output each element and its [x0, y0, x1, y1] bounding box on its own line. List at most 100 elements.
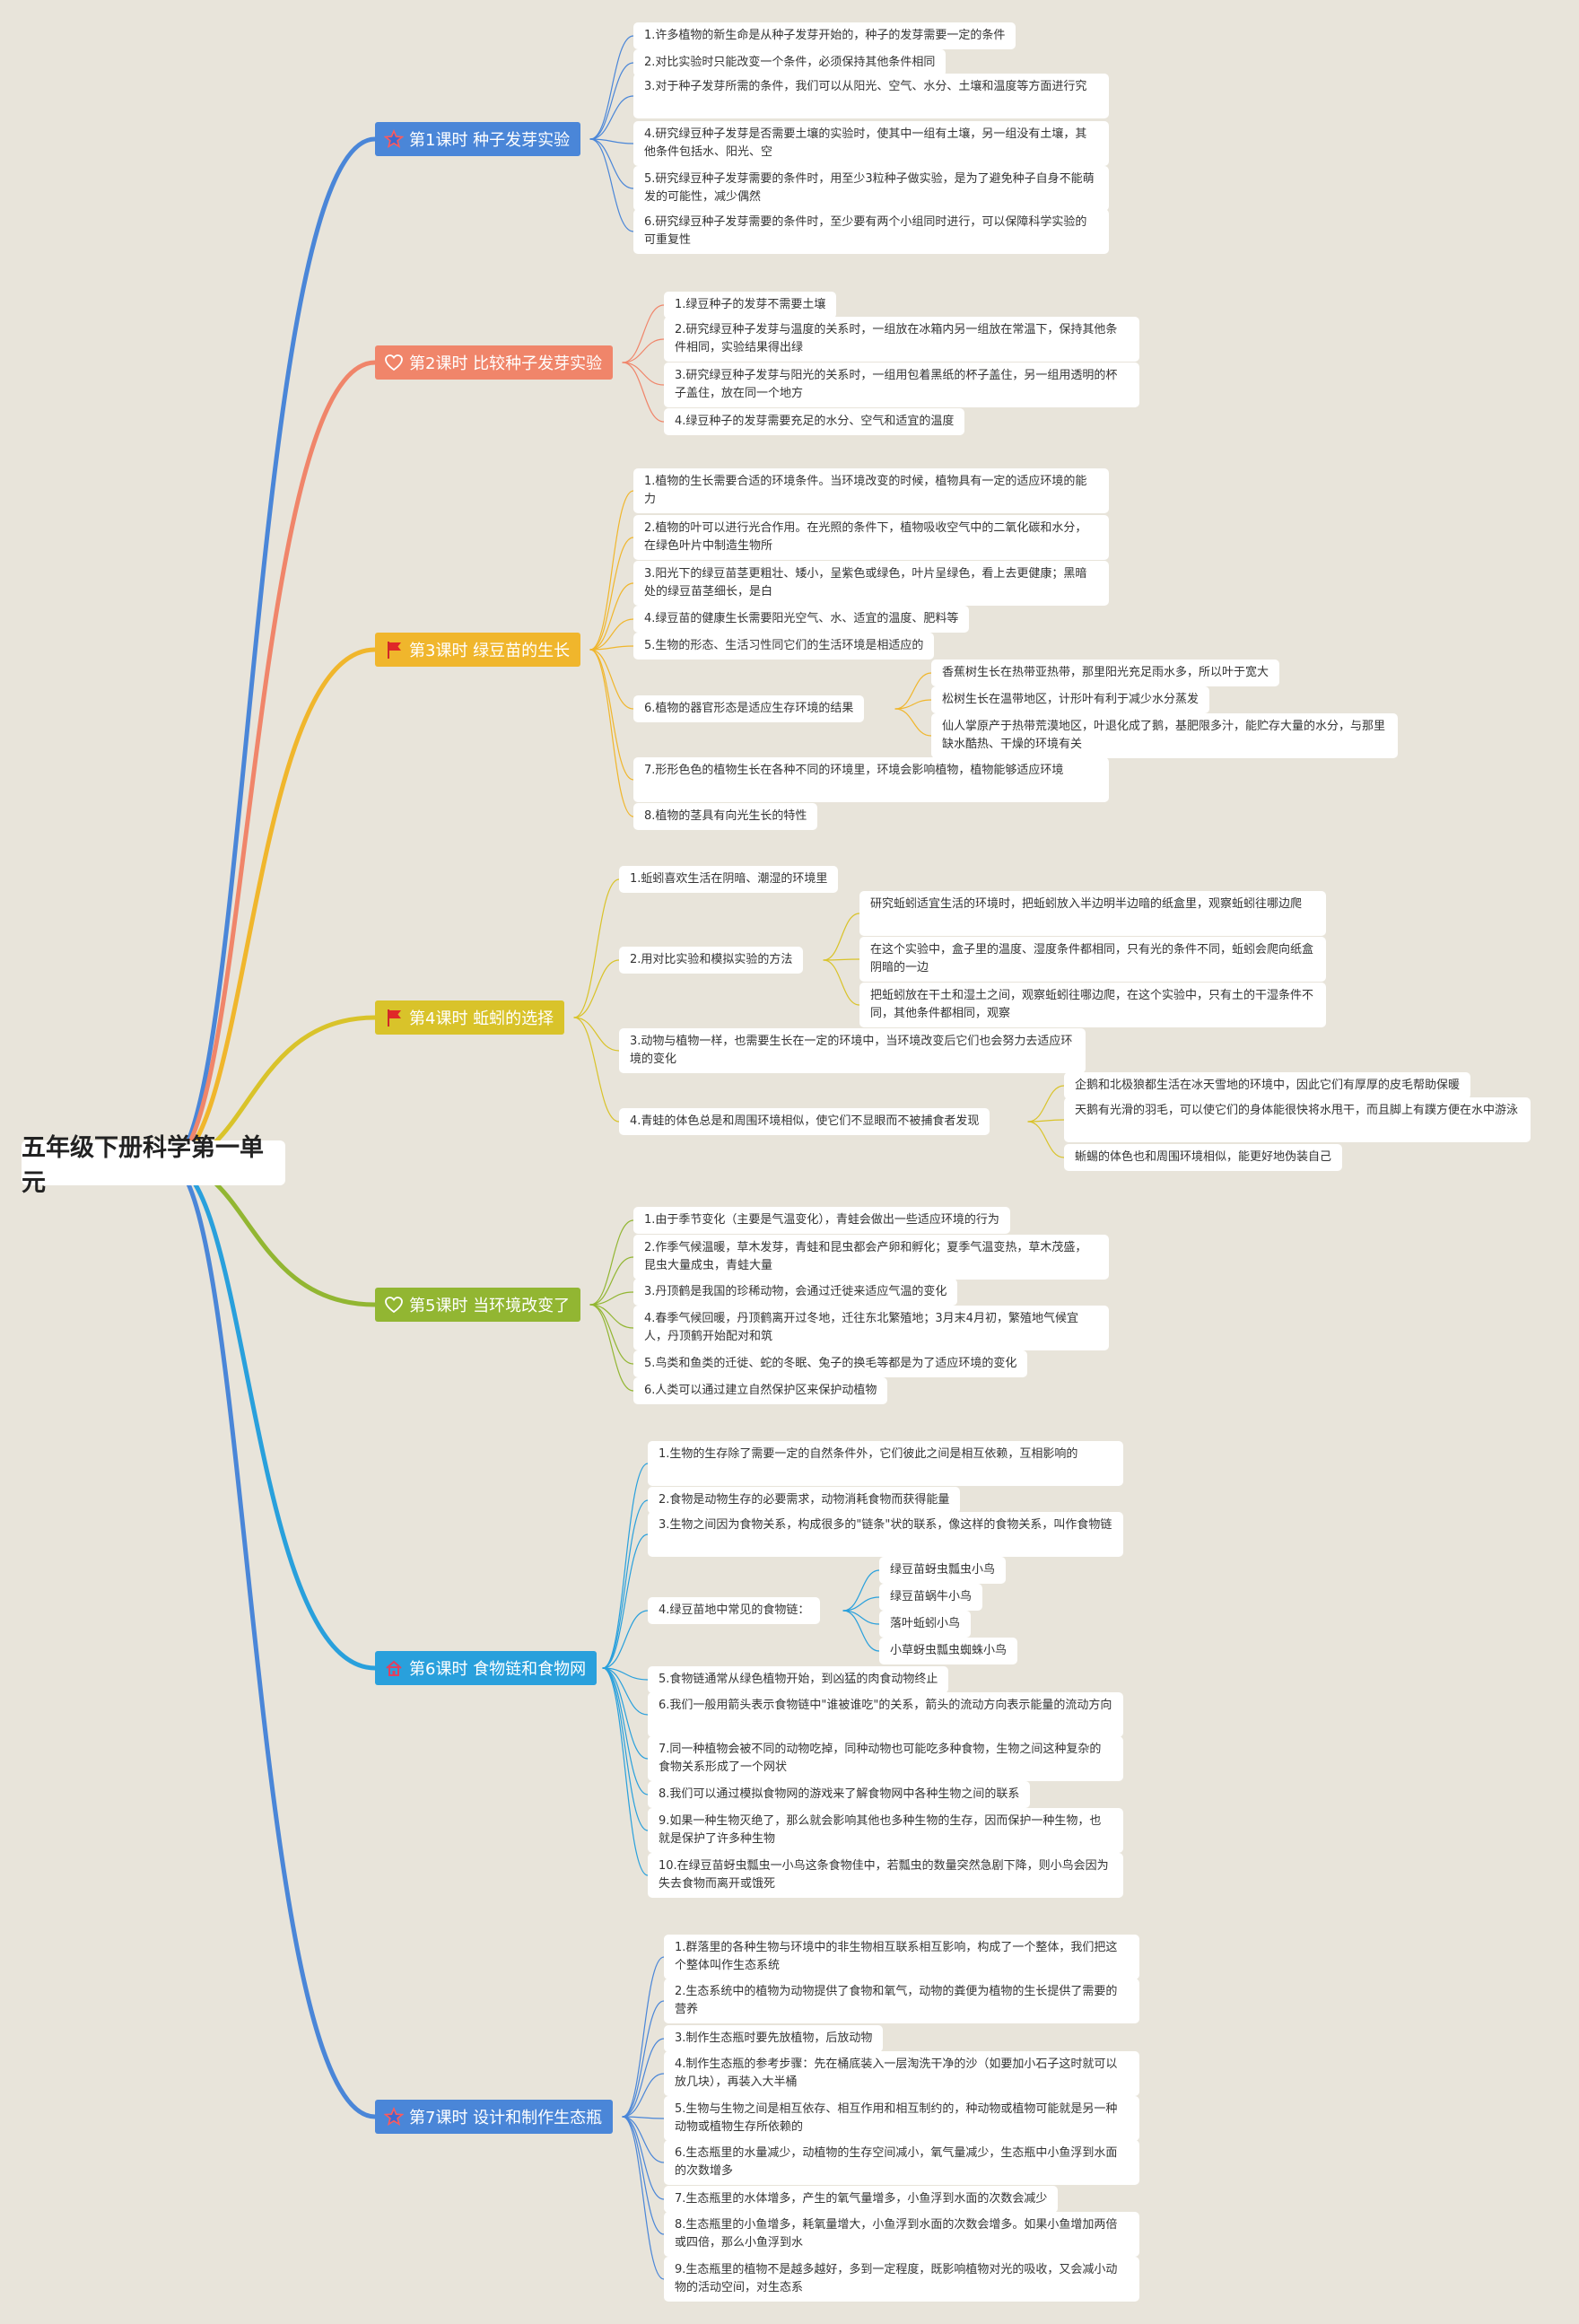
leaf-item[interactable]: 2.研究绿豆种子发芽与温度的关系时，一组放在冰箱内另一组放在常温下，保持其他条件…: [664, 317, 1139, 362]
leaf-item[interactable]: 6.植物的器官形态是适应生存环境的结果: [633, 695, 865, 722]
lesson-topic[interactable]: 第5课时 当环境改变了: [375, 1288, 581, 1322]
sub-item[interactable]: 在这个实验中，盒子里的温度、湿度条件都相同，只有光的条件不同，蚯蚓会爬向纸盒阴暗…: [859, 937, 1326, 982]
sub-item[interactable]: 企鹅和北极狼都生活在冰天雪地的环境中，因此它们有厚厚的皮毛帮助保暖: [1064, 1072, 1471, 1099]
sub-item[interactable]: 蜥蜴的体色也和周围环境相似，能更好地伪装自己: [1064, 1144, 1343, 1171]
leaf-item[interactable]: 4.绿豆种子的发芽需要充足的水分、空气和适宜的温度: [664, 408, 965, 435]
lesson-topic[interactable]: 第6课时 食物链和食物网: [375, 1651, 598, 1685]
leaf-item[interactable]: 5.鸟类和鱼类的迁徙、蛇的冬眠、兔子的换毛等都是为了适应环境的变化: [633, 1350, 1028, 1377]
lesson-topic[interactable]: 第2课时 比较种子发芽实验: [375, 345, 614, 380]
lesson-topic[interactable]: 第4课时 蚯蚓的选择: [375, 1000, 565, 1035]
branch-line: [166, 1160, 378, 2119]
leaf-connector: [589, 490, 634, 651]
lesson-title: 第1课时 种子发芽实验: [409, 131, 571, 150]
lesson-title: 第7课时 设计和制作生态瓶: [409, 2109, 603, 2127]
leaf-item[interactable]: 2.食物是动物生存的必要需求，动物消耗食物而获得能量: [648, 1487, 961, 1514]
branch-line: [166, 1160, 378, 1671]
star-icon: [384, 129, 404, 149]
leaf-item[interactable]: 6.人类可以通过建立自然保护区来保护动植物: [633, 1377, 888, 1404]
leaf-connector: [589, 138, 634, 232]
leaf-item[interactable]: 1.绿豆种子的发芽不需要土壤: [664, 292, 837, 319]
leaf-item[interactable]: 1.由于季节变化（主要是气温变化），青蛙会做出一些适应环境的行为: [633, 1207, 1010, 1234]
leaf-connector: [573, 878, 620, 1018]
leaf-item[interactable]: 3.动物与植物一样，也需要生长在一定的环境中，当环境改变后它们也会努力去适应环境…: [619, 1028, 1086, 1073]
leaf-item[interactable]: 6.研究绿豆种子发芽需要的条件时，至少要有两个小组同时进行，可以保障科学实验的可…: [633, 209, 1109, 254]
sub-item[interactable]: 绿豆苗蚜虫瓢虫小鸟: [879, 1557, 1007, 1584]
sub-item[interactable]: 仙人掌原产于热带荒漠地区，叶退化成了鹅，基肥限多汁，能贮存大量的水分，与那里缺水…: [931, 713, 1398, 758]
sub-item[interactable]: 天鹅有光滑的羽毛，可以使它们的身体能很快将水甩干，而且脚上有蹼方便在水中游泳: [1064, 1097, 1531, 1142]
leaf-connector: [622, 2116, 665, 2163]
leaf-connector: [589, 645, 634, 651]
leaf-item[interactable]: 3.研究绿豆种子发芽与阳光的关系时，一组用包着黑纸的杯子盖住，另一组用透明的杯子…: [664, 363, 1139, 407]
lesson-topic[interactable]: 第1课时 种子发芽实验: [375, 122, 581, 156]
leaf-item[interactable]: 2.用对比实验和模拟实验的方法: [619, 947, 804, 974]
leaf-item[interactable]: 3.生物之间因为食物关系，构成很多的"链条"状的联系，像这样的食物关系，叫作食物…: [648, 1512, 1123, 1557]
leaf-connector: [589, 1304, 634, 1329]
heart-icon: [385, 354, 403, 371]
leaf-connector: [622, 2116, 665, 2200]
leaf-item[interactable]: 8.我们可以通过模拟食物网的游戏来了解食物网中各种生物之间的联系: [648, 1781, 1031, 1808]
leaf-item[interactable]: 10.在绿豆苗蚜虫瓢虫一小鸟这条食物佳中，若瓢虫的数量突然急剧下降，则小鸟会因为…: [648, 1853, 1123, 1898]
branch-line: [166, 647, 378, 1166]
leaf-item[interactable]: 4.绿豆苗地中常见的食物链：: [648, 1597, 821, 1624]
leaf-item[interactable]: 6.我们一般用箭头表示食物链中"谁被谁吃"的关系，箭头的流动方向表示能量的流动方…: [648, 1692, 1123, 1737]
leaf-connector: [602, 1463, 649, 1669]
leaf-item[interactable]: 2.作季气候温暖，草木发芽，青蛙和昆虫都会产卵和孵化；夏季气温变热，草木茂盛，昆…: [633, 1235, 1109, 1280]
root-topic[interactable]: 五年级下册科学第一单元: [22, 1134, 285, 1197]
leaf-connector: [622, 338, 665, 363]
leaf-item[interactable]: 3.制作生态瓶时要先放植物，后放动物: [664, 2025, 884, 2052]
leaf-item[interactable]: 9.生态瓶里的植物不是越多越好，多到一定程度，既影响植物对光的吸收，又会减小动物…: [664, 2257, 1139, 2302]
branch-line: [166, 360, 378, 1166]
leaf-item[interactable]: 3.阳光下的绿豆苗茎更粗壮、矮小，呈紫色或绿色，叶片呈绿色，看上去更健康；黑暗处…: [633, 561, 1109, 606]
flag-icon: [388, 1009, 401, 1027]
leaf-item[interactable]: 8.生态瓶里的小鱼增多，耗氧量增大，小鱼浮到水面的次数会增多。如果小鱼增加两倍或…: [664, 2212, 1139, 2257]
leaf-item[interactable]: 7.生态瓶里的水体增多，产生的氧气量增多，小鱼浮到水面的次数会减少: [664, 2186, 1059, 2213]
sub-connector: [894, 699, 932, 710]
leaf-item[interactable]: 1.许多植物的新生命是从种子发芽开始的，种子的发芽需要一定的条件: [633, 22, 1016, 49]
leaf-item[interactable]: 9.如果一种生物灭绝了，那么就会影响其他也多种生物的生存，因而保护一种生物，也就…: [648, 1808, 1123, 1853]
leaf-item[interactable]: 7.形形色色的植物生长在各种不同的环境里，环境会影响植物，植物能够适应环境: [633, 757, 1109, 802]
leaf-item[interactable]: 2.对比实验时只能改变一个条件，必须保持其他条件相同: [633, 49, 947, 76]
leaf-item[interactable]: 1.群落里的各种生物与环境中的非生物相互联系相互影响，构成了一个整体，我们把这个…: [664, 1935, 1139, 1979]
sub-item[interactable]: 绿豆苗蜗牛小鸟: [879, 1584, 983, 1611]
leaf-item[interactable]: 1.植物的生长需要合适的环境条件。当环境改变的时候，植物具有一定的适应环境的能力: [633, 468, 1109, 513]
leaf-item[interactable]: 6.生态瓶里的水量减少，动植物的生存空间减小，氧气量减少，生态瓶中小鱼浮到水面的…: [664, 2140, 1139, 2185]
leaf-item[interactable]: 4.春季气候回暖，丹顶鹤离开过冬地，迁往东北繁殖地；3月末4月初，繁殖地气候宜人…: [633, 1306, 1109, 1350]
leaf-item[interactable]: 3.丹顶鹤是我国的珍稀动物，会通过迁徙来适应气温的变化: [633, 1279, 958, 1306]
leaf-item[interactable]: 7.同一种植物会被不同的动物吃掉，同种动物也可能吃多种食物，生物之间这种复杂的食…: [648, 1736, 1123, 1781]
leaf-connector: [589, 1291, 634, 1306]
lesson-title: 第5课时 当环境改变了: [409, 1297, 571, 1315]
leaf-item[interactable]: 4.绿豆苗的健康生长需要阳光空气、水、适宜的温度、肥料等: [633, 606, 970, 633]
leaf-item[interactable]: 4.制作生态瓶的参考步骤：先在桶底装入一层淘洗干净的沙（如要加小石子这时就可以放…: [664, 2051, 1139, 2096]
leaf-item[interactable]: 1.生物的生存除了需要一定的自然条件外，它们彼此之间是相互依赖，互相影响的: [648, 1441, 1123, 1486]
leaf-connector: [622, 2116, 665, 2235]
leaf-item[interactable]: 5.食物链通常从绿色植物开始，到凶猛的肉食动物终止: [648, 1666, 949, 1693]
leaf-item[interactable]: 5.生物的形态、生活习性同它们的生活环境是相适应的: [633, 633, 935, 660]
sub-connector: [823, 959, 860, 1006]
star-icon: [384, 2107, 404, 2127]
lesson-topic[interactable]: 第7课时 设计和制作生态瓶: [375, 2100, 614, 2134]
leaf-item[interactable]: 1.蚯蚓喜欢生活在阴暗、潮湿的环境里: [619, 866, 839, 893]
leaf-connector: [589, 649, 634, 710]
sub-item[interactable]: 松树生长在温带地区，计形叶有利于减少水分蒸发: [931, 686, 1210, 713]
sub-connector: [823, 958, 860, 961]
leaf-item[interactable]: 2.植物的叶可以进行光合作用。在光照的条件下，植物吸收空气中的二氧化碳和水分，在…: [633, 515, 1109, 560]
leaf-connector: [602, 1667, 649, 1876]
sub-item[interactable]: 落叶蚯蚓小鸟: [879, 1611, 972, 1638]
leaf-connector: [589, 138, 634, 189]
home-icon: [386, 1660, 402, 1676]
leaf-connector: [589, 582, 634, 651]
leaf-connector: [589, 1304, 634, 1365]
leaf-item[interactable]: 3.对于种子发芽所需的条件，我们可以从阳光、空气、水分、土壤和温度等方面进行究: [633, 74, 1109, 118]
leaf-item[interactable]: 4.研究绿豆种子发芽是否需要土壤的实验时，使其中一组有土壤，另一组没有土壤，其他…: [633, 121, 1109, 166]
sub-item[interactable]: 香蕉树生长在热带亚热带，那里阳光充足雨水多，所以叶于宽大: [931, 660, 1280, 686]
leaf-item[interactable]: 8.植物的茎具有向光生长的特性: [633, 803, 818, 830]
sub-item[interactable]: 把蚯蚓放在干土和湿土之间，观察蚯蚓往哪边爬，在这个实验中，只有土的干湿条件不同，…: [859, 983, 1326, 1027]
sub-item[interactable]: 小草蚜虫瓢虫蜘蛛小鸟: [879, 1638, 1018, 1664]
leaf-item[interactable]: 4.青蛙的体色总是和周围环境相似，使它们不显眼而不被捕食者发现: [619, 1108, 990, 1135]
leaf-item[interactable]: 5.研究绿豆种子发芽需要的条件时，用至少3粒种子做实验，是为了避免种子自身不能萌…: [633, 166, 1109, 211]
sub-connector: [894, 672, 932, 710]
sub-item[interactable]: 研究蚯蚓适宜生活的环境时，把蚯蚓放入半边明半边暗的纸盒里，观察蚯蚓往哪边爬: [859, 891, 1326, 936]
leaf-item[interactable]: 5.生物与生物之间是相互依存、相互作用和相互制约的，种动物或植物可能就是另一种动…: [664, 2096, 1139, 2141]
lesson-topic[interactable]: 第3课时 绿豆苗的生长: [375, 633, 581, 667]
leaf-item[interactable]: 2.生态系统中的植物为动物提供了食物和氧气，动物的粪便为植物的生长提供了需要的营…: [664, 1979, 1139, 2023]
